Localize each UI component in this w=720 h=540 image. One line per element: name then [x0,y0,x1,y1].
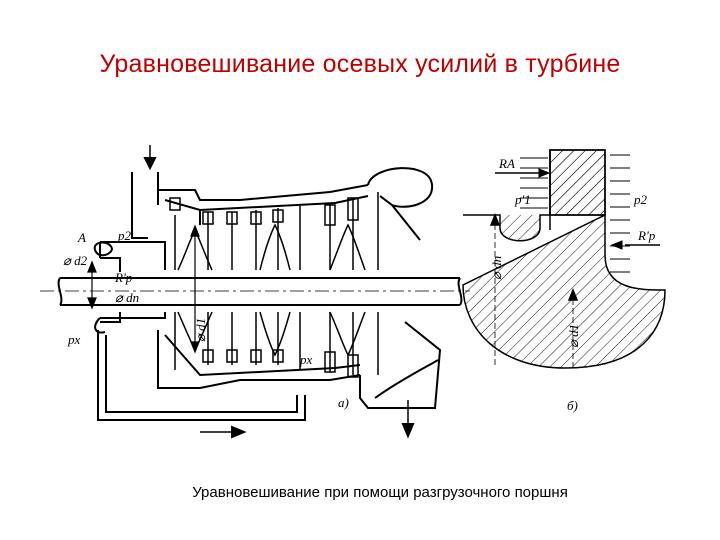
figure-caption: Уравновешивание при помощи разгрузочного… [192,484,568,501]
panel-label-b: б) [567,398,578,413]
label-px-left: px [67,332,81,347]
casing-bottom [157,321,442,439]
piston-detail-b [462,149,666,369]
panel-label-a: а) [338,395,349,410]
label-dn-a: ⌀ dn [115,290,139,305]
label-p2-b: p2 [633,192,648,207]
stage-3 [226,211,238,365]
turbine-shaft [40,277,470,306]
label-A: A [77,230,86,245]
dummy-piston [93,241,166,334]
label-dn-b: ⌀ dn [489,256,504,280]
stage-4 [250,210,262,365]
label-p1: p'1 [514,192,531,207]
slide-title: Уравновешивание осевых усилий в турбине [99,50,621,78]
turbine-section-a [40,145,470,439]
label-Rp-b: R'p [637,228,656,243]
d1-dimension [190,224,200,354]
steam-inlet [131,145,159,239]
stage-5 [272,208,284,365]
rotor-discs [177,223,366,357]
label-p2-a: p2 [117,228,132,243]
label-d2: ⌀ d2 [63,253,88,268]
pressure-arrows-RA [495,157,551,209]
label-d1-a: ⌀ d1 [193,318,208,342]
label-Rp-a: R'p [114,270,133,285]
label-px-mid: px [299,352,313,367]
stage-7 [324,204,336,373]
stage-1 [169,197,181,370]
d2-dimension [87,260,97,310]
balancing-pipe [97,330,306,439]
turbine-stages [169,192,379,378]
label-RA: RA [498,156,515,171]
casing-top [157,167,434,241]
pressure-arrows-p2 [610,154,660,273]
label-d1-b: ⌀ d1 [566,324,581,348]
